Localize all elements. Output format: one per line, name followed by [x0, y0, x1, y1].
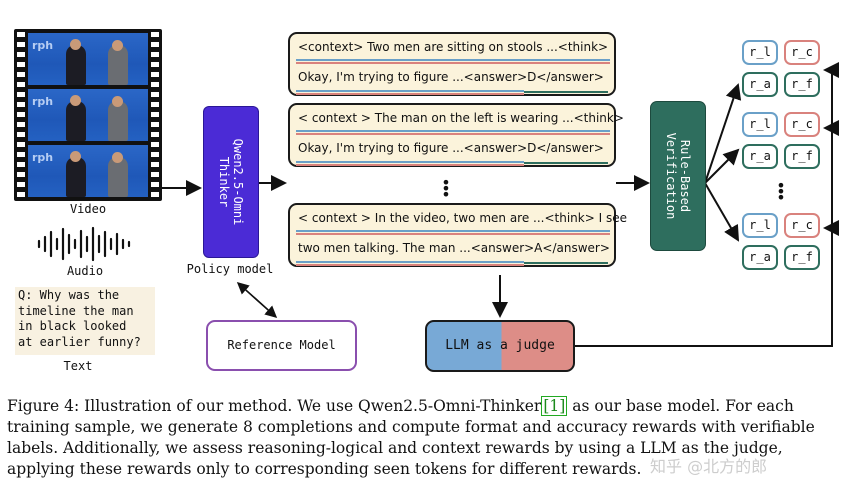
video-frame: rph	[28, 89, 148, 141]
film-holes-right	[151, 32, 159, 198]
video-label: Video	[69, 202, 107, 216]
underline-red	[296, 62, 610, 64]
response-card: < context > The man on the left is weari…	[288, 103, 624, 167]
underline-red	[296, 133, 610, 135]
response-line: two men talking. The man ...<answer>A</a…	[298, 241, 610, 255]
response-line: < context > The man on the left is weari…	[298, 111, 624, 125]
reward-accuracy: r_a	[742, 72, 778, 97]
underline-green	[524, 162, 608, 164]
text-label: Text	[63, 359, 93, 373]
underline-green	[524, 91, 608, 93]
rule-based-verification-box: Rule-Based Verification	[651, 102, 705, 250]
underline-blue	[296, 261, 524, 263]
reward-context: r_c	[784, 40, 820, 65]
watermark: 知乎 @北方的郎	[650, 457, 768, 476]
reward-accuracy: r_a	[742, 144, 778, 169]
reward-group: r_l r_c r_a r_f	[742, 112, 822, 170]
reward-group: r_l r_c r_a r_f	[742, 213, 822, 271]
video-frame: rph	[28, 145, 148, 197]
caption-rest: as our base model. For each training sam…	[7, 397, 815, 478]
response-line: Okay, I'm trying to figure ...<answer>D<…	[298, 141, 604, 155]
video-frame: rph	[28, 33, 148, 85]
response-line: < context > In the video, two men are ..…	[298, 211, 627, 225]
underline-red	[296, 93, 524, 95]
llm-judge-label: LLM as a judge	[445, 338, 555, 353]
response-card: <context> Two men are sitting on stools …	[288, 32, 616, 96]
llm-judge-box: LLM as a judge	[425, 320, 575, 372]
audio-label: Audio	[66, 264, 104, 278]
policy-model-title: Qwen2.5-Omni Thinker	[217, 138, 245, 226]
reward-context: r_c	[784, 112, 820, 137]
reward-context: r_c	[784, 213, 820, 238]
response-line: Okay, I'm trying to figure ...<answer>D<…	[298, 70, 604, 84]
reward-logic: r_l	[742, 112, 778, 137]
reference-model-box: Reference Model	[206, 320, 357, 371]
underline-red	[296, 233, 610, 235]
underline-red	[296, 164, 524, 166]
reward-group: r_l r_c r_a r_f	[742, 40, 822, 98]
question-line: timeline the man	[18, 303, 134, 318]
reward-format: r_f	[784, 144, 820, 169]
figure-caption: Figure 4: Illustration of our method. We…	[7, 396, 843, 480]
video-film-strip: rph rph rph	[14, 29, 162, 201]
film-holes-left	[17, 32, 25, 198]
underline-red	[296, 264, 524, 266]
underline-blue	[296, 130, 610, 132]
policy-model-box: Qwen2.5-Omni Thinker	[204, 107, 258, 257]
response-line: <context> Two men are sitting on stools …	[298, 40, 609, 54]
policy-model-label: Policy model	[186, 262, 274, 276]
question-text-box: Q: Why was the timeline the man in black…	[15, 287, 155, 355]
citation-link[interactable]: [1]	[541, 396, 568, 416]
underline-blue	[296, 161, 524, 163]
underline-green	[524, 262, 608, 264]
reward-logic: r_l	[742, 40, 778, 65]
response-card: < context > In the video, two men are ..…	[288, 203, 627, 267]
question-line: Q: Why was the	[18, 288, 120, 302]
underline-blue	[296, 90, 524, 92]
question-line: at earlier funny?	[18, 334, 141, 349]
underline-blue	[296, 59, 610, 61]
verification-title: Rule-Based Verification	[664, 132, 692, 220]
question-line: in black looked	[18, 319, 127, 333]
reward-logic: r_l	[742, 213, 778, 238]
reward-accuracy: r_a	[742, 245, 778, 270]
ellipsis-icon: •••	[441, 173, 451, 204]
caption-prefix: Figure 4: Illustration of our method. We…	[7, 397, 542, 415]
audio-waveform-icon	[37, 226, 131, 262]
reward-format: r_f	[784, 245, 820, 270]
reward-format: r_f	[784, 72, 820, 97]
underline-blue	[296, 230, 610, 232]
ellipsis-icon: •••	[776, 176, 786, 207]
